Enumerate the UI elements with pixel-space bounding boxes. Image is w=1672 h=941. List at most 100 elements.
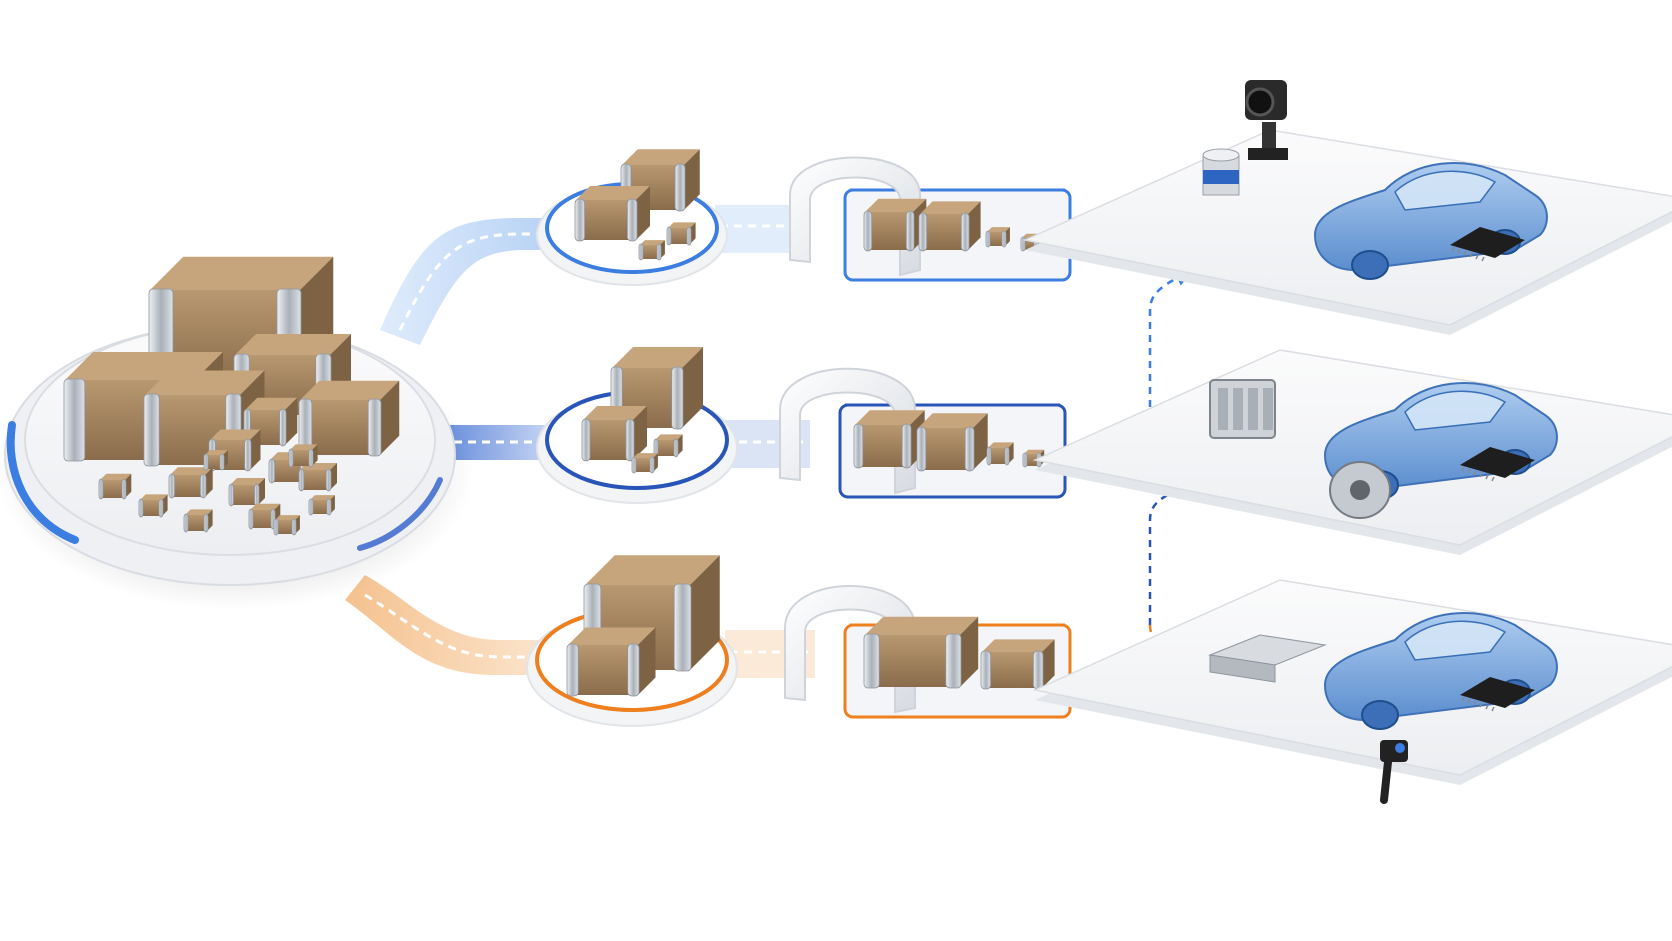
- charging-plug-icon: [1380, 740, 1408, 804]
- chip-cap-left: [986, 446, 992, 466]
- chip-body: [865, 635, 960, 687]
- chip-side-face: [285, 397, 298, 445]
- ic-chip-body: [1460, 447, 1535, 478]
- chip-top-face: [210, 429, 261, 440]
- ic-chip-body: [1460, 677, 1535, 708]
- chip-top-face: [145, 370, 265, 395]
- chip-cap-left: [183, 513, 189, 533]
- process-top-chip: [985, 227, 1010, 248]
- hub-chip: [298, 463, 337, 492]
- chip-cap-left: [143, 393, 160, 467]
- chip-side-face: [684, 149, 700, 210]
- chip-side-face: [682, 347, 703, 428]
- ic-chip-pin: [1461, 466, 1465, 472]
- hub-chip: [273, 515, 300, 536]
- lidar-cap: [1202, 148, 1240, 162]
- chip-cap-left: [863, 633, 880, 689]
- chip-cap-right: [625, 418, 635, 462]
- sort-groups: [526, 149, 738, 727]
- chip-cap-left: [248, 508, 254, 530]
- chip-body: [583, 420, 633, 460]
- chip-cap-left: [308, 498, 314, 516]
- chip-cap-left: [298, 468, 305, 492]
- chip-cap-right: [326, 498, 332, 516]
- chip-side-face: [973, 413, 988, 470]
- camera-mount: [1248, 148, 1288, 160]
- chip-side-face: [960, 616, 979, 687]
- chip-top-face: [622, 149, 700, 165]
- lidar-band: [1203, 170, 1239, 184]
- app-middle: [1032, 349, 1672, 555]
- chip-top-face: [230, 478, 265, 485]
- chip-cap-right: [244, 438, 252, 472]
- chip-cap-left: [980, 650, 992, 690]
- chip-side-face: [690, 222, 696, 244]
- chip-top-face: [585, 555, 720, 585]
- chip-top-face: [668, 222, 696, 228]
- ic-chip-icon: [1450, 227, 1525, 262]
- chip-body: [988, 448, 1008, 464]
- inverter-fin: [1233, 388, 1243, 430]
- chip-top-face: [982, 639, 1055, 652]
- chip-body: [655, 440, 677, 456]
- chip-body: [865, 212, 913, 250]
- ic-chip-pin: [1491, 476, 1495, 482]
- chip-cap-right: [308, 448, 314, 468]
- chip-cap-left: [228, 483, 234, 507]
- chip-cap-right: [960, 212, 970, 252]
- inverter-fin: [1263, 388, 1273, 430]
- chip-top-face: [655, 434, 683, 440]
- chip-cap-left: [138, 498, 144, 518]
- app-top: [1022, 80, 1672, 335]
- chip-body: [918, 428, 973, 470]
- chip-cap-left: [985, 230, 991, 248]
- hub-accent-arc-right: [357, 477, 443, 551]
- chip-cap-right: [203, 513, 209, 533]
- chip-body: [100, 480, 125, 498]
- process-top-chip: [863, 198, 927, 252]
- chip-cap-left: [63, 378, 86, 462]
- chip-body: [668, 228, 690, 244]
- chip-cap-right: [674, 163, 686, 212]
- chip-body: [290, 450, 312, 466]
- chip-cap-right: [279, 408, 287, 447]
- chip-body: [230, 485, 258, 505]
- sort-bottom-chip: [566, 627, 656, 697]
- chip-body: [568, 645, 638, 695]
- chip-top-face: [583, 406, 647, 420]
- chip-cap-right: [945, 633, 962, 689]
- ic-chip-icon: [1460, 447, 1535, 482]
- chip-cap-left: [288, 448, 294, 468]
- sort-middle-chip: [610, 347, 703, 430]
- chip-top-face: [988, 442, 1014, 448]
- ic-chip-pin: [1479, 702, 1483, 708]
- electric-motor-icon: [1329, 461, 1391, 519]
- hub-chip: [138, 494, 168, 518]
- chip-body: [185, 515, 207, 531]
- chip-cap-left: [853, 423, 864, 469]
- chip-side-face: [638, 627, 656, 695]
- chip-top-face: [568, 627, 656, 645]
- ic-chip-pin: [1457, 248, 1461, 254]
- ic-chip-pin: [1467, 468, 1471, 474]
- sort-bottom-chips: [566, 555, 720, 697]
- chip-cap-left: [1020, 236, 1026, 252]
- process-stations: [779, 156, 1072, 719]
- chip-top-face: [290, 444, 318, 450]
- car-wheel-front: [1361, 700, 1399, 730]
- chip-body: [310, 500, 330, 514]
- chip-body: [205, 455, 223, 469]
- chip-body: [140, 500, 162, 516]
- chip-side-face: [380, 380, 400, 455]
- chip-top-face: [100, 473, 132, 480]
- chip-body: [576, 200, 636, 240]
- hub-chip: [288, 444, 318, 468]
- sort-top: [536, 149, 728, 286]
- sort-middle: [536, 347, 738, 504]
- chip-top-face: [300, 380, 400, 400]
- chip-cap-left: [916, 426, 927, 472]
- chip-cap-right: [671, 366, 684, 430]
- chip-top-face: [920, 201, 981, 214]
